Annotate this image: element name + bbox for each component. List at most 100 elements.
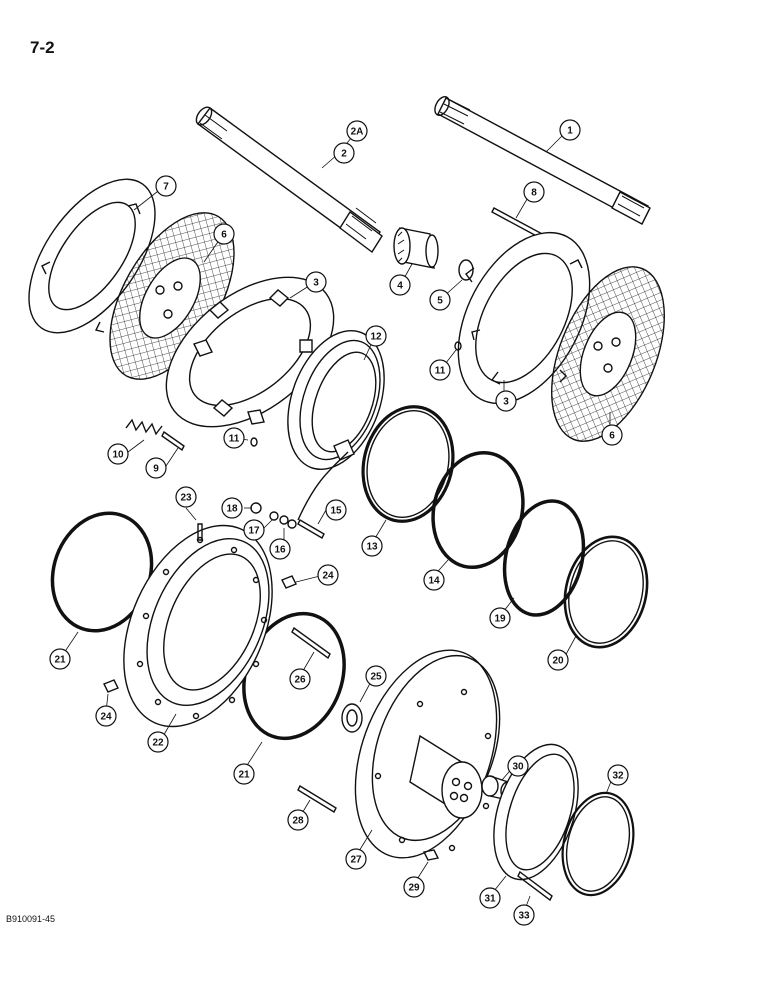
callout-label: 4 [397,281,403,292]
callout-circle [513,904,535,926]
callout-label: 3 [313,278,319,289]
callout-28: 28 [287,809,309,831]
callout-circle [333,142,355,164]
callout-circle [489,607,511,629]
callout-29: 29 [403,876,425,898]
callout-label: 8 [531,188,537,199]
callout-3: 3 [495,390,517,412]
callout-6: 6 [213,223,235,245]
page-number: 7-2 [30,38,55,57]
callout-circle [325,499,347,521]
callout-circle [547,649,569,671]
callout-label: 2 [341,149,347,160]
seal-ring-20-inner [568,540,644,644]
callout-6: 6 [601,424,623,446]
callout-23: 23 [175,486,197,508]
plug-24-bottom [103,679,119,693]
callout-32: 32 [607,764,629,786]
callout-2: 2 [333,142,355,164]
o-ring-19 [502,499,586,617]
callout-7: 7 [155,175,177,197]
figure-code: B910091-45 [6,914,56,924]
callout-label: 21 [54,655,66,666]
callout-circle [559,119,581,141]
callout-circle [175,486,197,508]
callout-label: 12 [370,332,382,343]
callout-circle [429,359,451,381]
callout-9: 9 [145,457,167,479]
callout-33: 33 [513,904,535,926]
callout-circle [223,427,245,449]
callout-circle [243,519,265,541]
axle-shaft-1 [434,96,651,225]
callout-8: 8 [523,181,545,203]
callout-circle [345,848,367,870]
callout-13: 13 [361,535,383,557]
callout-circle [49,648,71,670]
callout-label: 13 [366,542,378,553]
callout-circle [423,569,445,591]
callout-circle [495,390,517,412]
callout-circle [479,887,501,909]
washer-16b [287,519,297,529]
callout-circle [155,175,177,197]
callout-circle [429,289,451,311]
callout-24: 24 [317,564,339,586]
callout-circle [147,731,169,753]
callout-label: 26 [294,675,306,686]
callout-5: 5 [429,289,451,311]
callout-label: 20 [552,656,564,667]
callout-circle [305,271,327,293]
callout-label: 25 [370,672,382,683]
callout-31: 31 [479,887,501,909]
callout-circle [107,443,129,465]
dowel-26 [291,626,331,660]
actuator-plate-3-left [165,276,335,428]
callout-label: 5 [437,296,443,307]
callout-label: 29 [408,883,420,894]
callout-label: 18 [226,504,238,515]
callout-circle [287,809,309,831]
callout-circle [389,274,411,296]
callout-14: 14 [423,569,445,591]
callout-3: 3 [305,271,327,293]
callout-circle [365,325,387,347]
callout-label: 2A [351,127,364,138]
callout-20: 20 [547,649,569,671]
callout-label: 33 [518,911,530,922]
callout-21: 21 [233,763,255,785]
brake-piston-12 [287,329,385,521]
ring-gear-31 [493,743,579,881]
callout-circle [145,457,167,479]
callout-22: 22 [147,731,169,753]
washer-16 [279,515,289,525]
separator-plate-7 [28,178,156,334]
callout-circle [523,181,545,203]
callout-label: 11 [229,434,240,445]
callout-circle [317,564,339,586]
callout-label: 15 [330,506,342,517]
callout-circle [507,755,529,777]
nut-29 [422,849,440,861]
callout-label: 9 [153,464,159,475]
o-ring-14 [431,450,525,570]
callout-label: 16 [274,545,286,556]
callout-circle [221,497,243,519]
callout-11: 11 [223,427,245,449]
callout-circle [346,120,368,142]
callout-label: 7 [163,182,169,193]
callout-1: 1 [559,119,581,141]
splined-coupler-4 [393,227,439,269]
callout-label: 24 [100,712,112,723]
callout-circle [361,535,383,557]
callout-label: 11 [435,366,446,377]
callout-4: 4 [389,274,411,296]
callout-label: 14 [428,576,440,587]
callout-26: 26 [289,668,311,690]
bleeder-23 [197,523,203,541]
friction-disc-6-right [551,266,665,442]
stud-28 [297,785,337,813]
callout-16: 16 [269,538,291,560]
spring-10 [125,418,163,436]
